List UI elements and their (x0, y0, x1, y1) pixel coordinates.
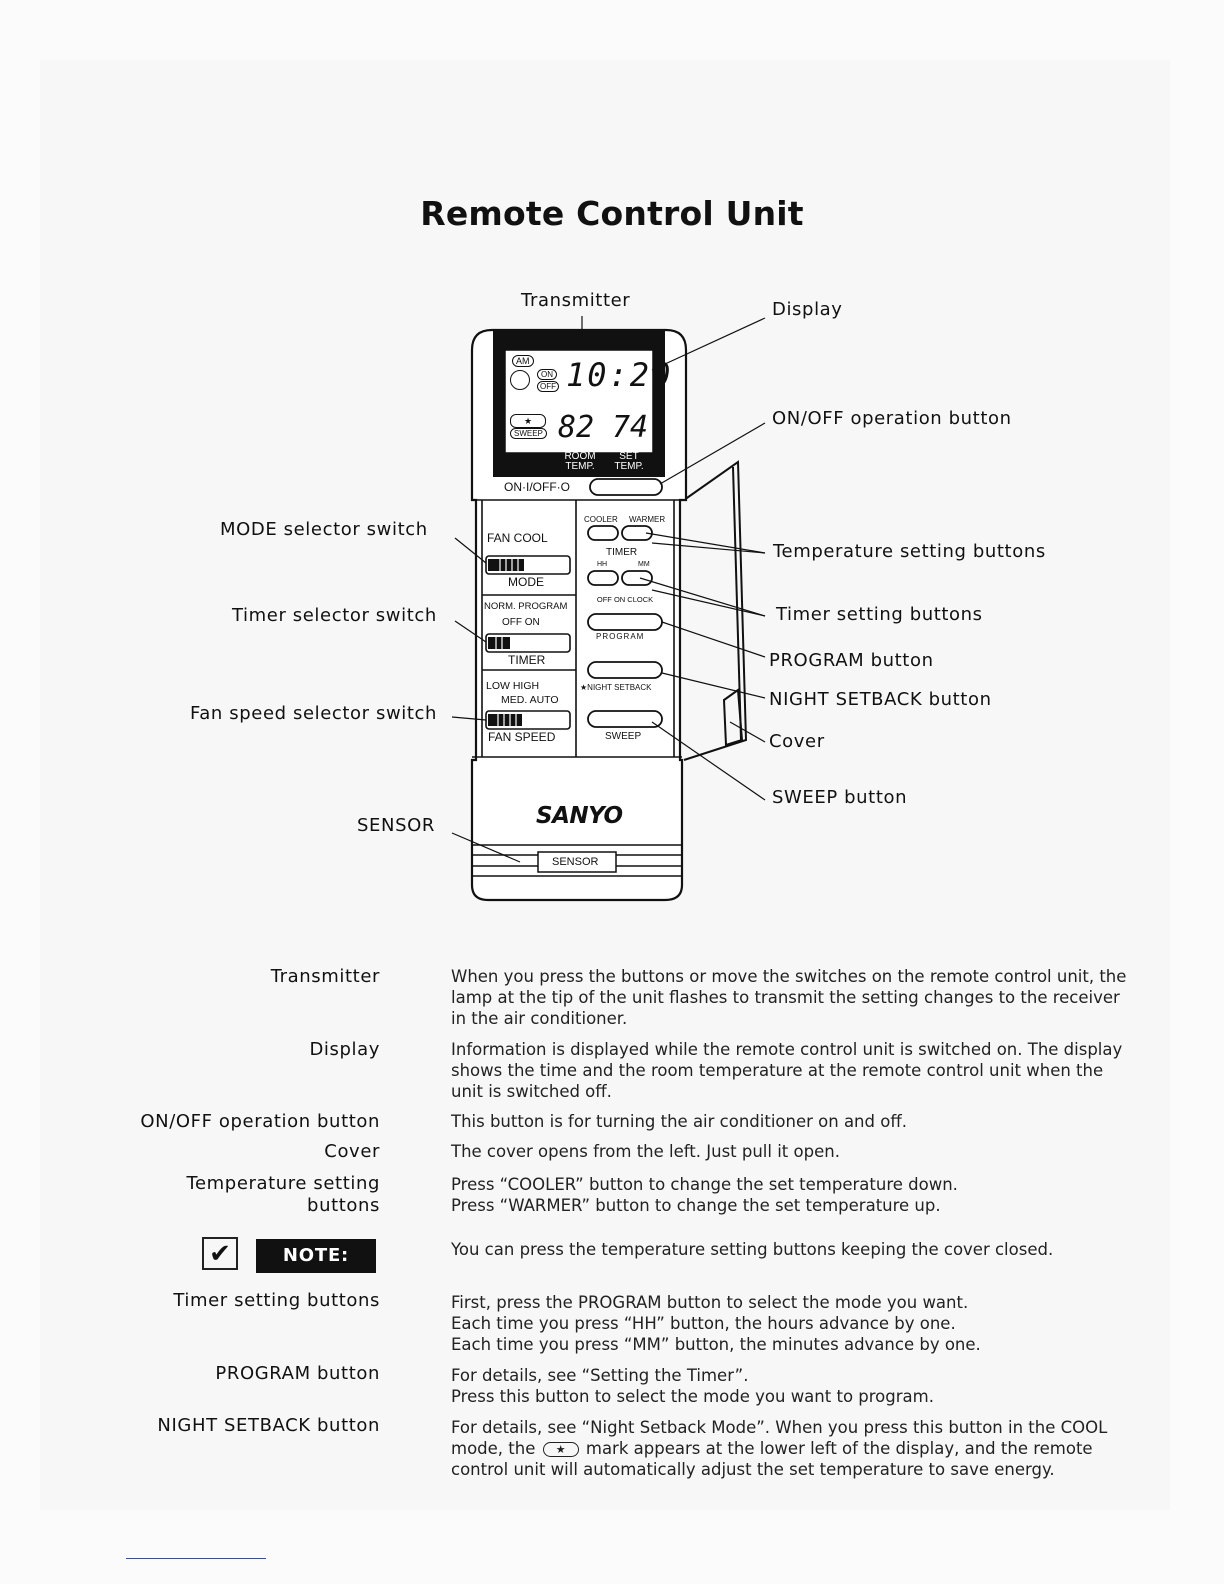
desc-temperature-setting: Press “COOLER” button to change the set … (451, 1174, 1131, 1216)
term-transmitter: Transmitter (270, 966, 380, 987)
desc-transmitter: When you press the buttons or move the s… (451, 967, 1127, 1028)
off-indicator: OFF (537, 381, 559, 392)
desc-temperature-line-2: Press “WARMER” button to change the set … (451, 1196, 941, 1215)
term-night-setback: NIGHT SETBACK button (157, 1415, 380, 1436)
clock-icon (510, 370, 530, 390)
callout-timer-setting: Timer setting buttons (776, 604, 983, 625)
desc-temperature-line-1: Press “COOLER” button to change the set … (451, 1175, 958, 1194)
cooler-label: COOLER (584, 515, 618, 524)
norm-program-label: NORM. PROGRAM (484, 601, 568, 612)
display-screen (504, 349, 654, 454)
button-shapes (587, 478, 663, 728)
night-setback-text: NIGHT SETBACK (587, 683, 652, 692)
leader-lines (451, 316, 766, 863)
timer-buttons-title: TIMER (606, 547, 638, 558)
remote-control-diagram (451, 316, 766, 902)
callout-cover: Cover (769, 731, 825, 752)
callout-sensor: SENSOR (357, 815, 435, 836)
desc-timer-line-1: First, press the PROGRAM button to selec… (451, 1293, 969, 1312)
brand-logo: SANYO (536, 803, 623, 829)
callout-night-setback: NIGHT SETBACK button (769, 689, 992, 710)
callout-mode-selector: MODE selector switch (220, 519, 428, 540)
footer-rule (126, 1558, 266, 1559)
hh-label: HH (597, 561, 608, 568)
term-display: Display (309, 1039, 380, 1060)
night-setback-label: ★NIGHT SETBACK (580, 683, 651, 692)
timer-label: TIMER (508, 653, 546, 667)
sweep-indicator: SWEEP (510, 428, 547, 439)
checkmark-icon: ✔ (202, 1237, 238, 1270)
callout-sweep: SWEEP button (772, 787, 908, 808)
am-indicator: AM (512, 355, 534, 367)
set-temp-readout: 74 (612, 410, 649, 445)
callout-fan-speed-selector: Fan speed selector switch (190, 703, 438, 724)
callout-temperature-setting: Temperature setting buttons (773, 541, 1046, 562)
callout-transmitter: Transmitter (521, 290, 631, 311)
on-indicator: ON (537, 369, 557, 380)
sweep-button-shape (587, 710, 663, 728)
desc-night-setback: For details, see “Night Setback Mode”. W… (451, 1417, 1111, 1480)
mm-button-shape (621, 570, 653, 586)
hh-button-shape (587, 570, 619, 586)
low-high-label: LOW HIGH (486, 680, 540, 692)
callout-timer-selector: Timer selector switch (232, 605, 437, 626)
desc-program-line-1: For details, see “Setting the Timer”. (451, 1366, 749, 1385)
night-setback-indicator: ★ (510, 414, 546, 428)
desc-program-line-2: Press this button to select the mode you… (451, 1387, 934, 1406)
star-icon: ★ (580, 683, 588, 692)
fan-cool-label: FAN COOL (487, 531, 548, 545)
callout-program: PROGRAM button (769, 650, 934, 671)
on-off-label: ON·I/OFF·O (504, 480, 570, 494)
page-title: Remote Control Unit (420, 194, 804, 233)
med-auto-label: MED. AUTO (501, 694, 559, 706)
desc-note: You can press the temperature setting bu… (451, 1240, 1054, 1259)
off-on-label: OFF ON (502, 617, 540, 628)
term-cover: Cover (324, 1141, 380, 1162)
note-badge: NOTE: (256, 1239, 376, 1273)
program-button-shape (587, 613, 663, 631)
desc-on-off: This button is for turning the air condi… (451, 1112, 907, 1131)
desc-night-setback-b: mark appears at the lower left of the di… (451, 1439, 1093, 1479)
desc-timer-line-3: Each time you press “MM” button, the min… (451, 1335, 981, 1354)
mode-label: MODE (508, 575, 544, 589)
term-program: PROGRAM button (215, 1363, 380, 1384)
desc-timer-line-2: Each time you press “HH” button, the hou… (451, 1314, 956, 1333)
night-setback-button-shape (587, 661, 663, 679)
mm-label: MM (638, 561, 650, 568)
cooler-button-shape (587, 525, 619, 541)
desc-timer-setting: First, press the PROGRAM button to selec… (451, 1292, 1131, 1355)
on-off-button-shape (589, 478, 663, 496)
term-on-off: ON/OFF operation button (140, 1111, 380, 1132)
sweep-label: SWEEP (605, 731, 642, 742)
desc-cover: The cover opens from the left. Just pull… (451, 1142, 840, 1161)
warmer-button-shape (621, 525, 653, 541)
desc-night-setback-a: For details, see “Night Setback Mode”. W… (451, 1418, 1108, 1458)
room-temp-label: ROOM TEMP. (564, 451, 596, 472)
term-temperature-setting: Temperature setting buttons (186, 1173, 380, 1216)
program-label: PROGRAM (596, 632, 645, 641)
callout-display: Display (772, 299, 843, 320)
sensor-grille (472, 844, 682, 877)
desc-program: For details, see “Setting the Timer”. Pr… (451, 1365, 1131, 1407)
time-readout: 10:20 (566, 356, 673, 394)
set-temp-label: SET TEMP. (614, 451, 644, 472)
night-setback-star-icon: ★ (542, 1442, 579, 1457)
room-temp-readout: 82 (558, 410, 595, 445)
sensor-label: SENSOR (552, 856, 599, 868)
term-timer-setting: Timer setting buttons (173, 1290, 380, 1311)
desc-display: Information is displayed while the remot… (451, 1040, 1123, 1101)
cover-panel (683, 460, 748, 761)
warmer-label: WARMER (629, 515, 666, 524)
callout-on-off: ON/OFF operation button (772, 408, 1012, 429)
clock-switch-label: OFF ON CLOCK (596, 595, 654, 604)
fan-speed-label: FAN SPEED (488, 730, 556, 744)
